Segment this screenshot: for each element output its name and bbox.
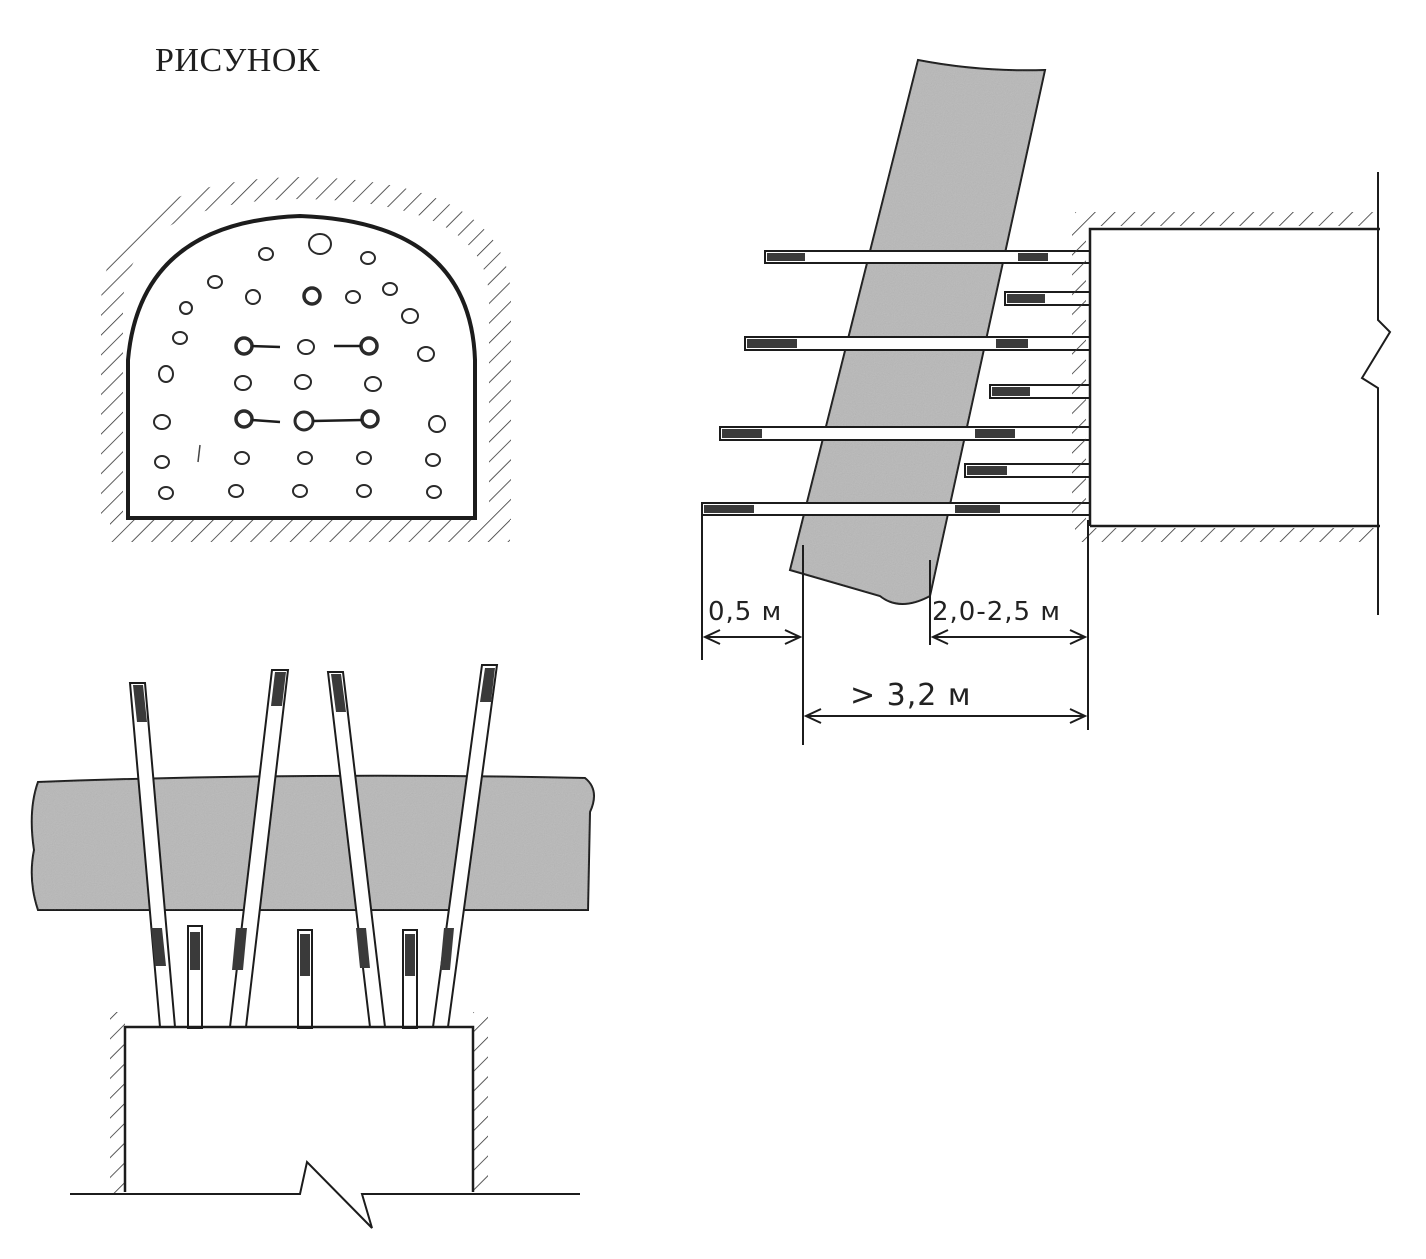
tunnel-arch-outline — [126, 213, 477, 520]
explosive-charges — [704, 253, 1048, 513]
rock-layer-horizontal — [30, 774, 595, 911]
plan-charges — [133, 668, 495, 976]
figure-title: РИСУНОК — [155, 42, 321, 79]
dim-label-right: 2,0-2,5 м — [932, 597, 1061, 627]
tunnel-face-diagram — [101, 176, 511, 542]
plan-section-diagram — [30, 664, 595, 1229]
cut-connectors — [251, 344, 363, 424]
floor-hatching — [110, 520, 510, 542]
dim-label-total: > 3,2 м — [850, 678, 972, 713]
dimension-lines — [701, 515, 1089, 745]
dim-label-left: 0,5 м — [708, 597, 782, 627]
plan-drift — [70, 1012, 580, 1229]
arch-rock-hatching — [101, 176, 511, 520]
rock-layer-inclined — [788, 58, 1047, 605]
drift-outline — [1072, 172, 1392, 615]
side-section-diagram: 0,5 м 2,0-2,5 м > 3,2 м — [701, 58, 1392, 745]
